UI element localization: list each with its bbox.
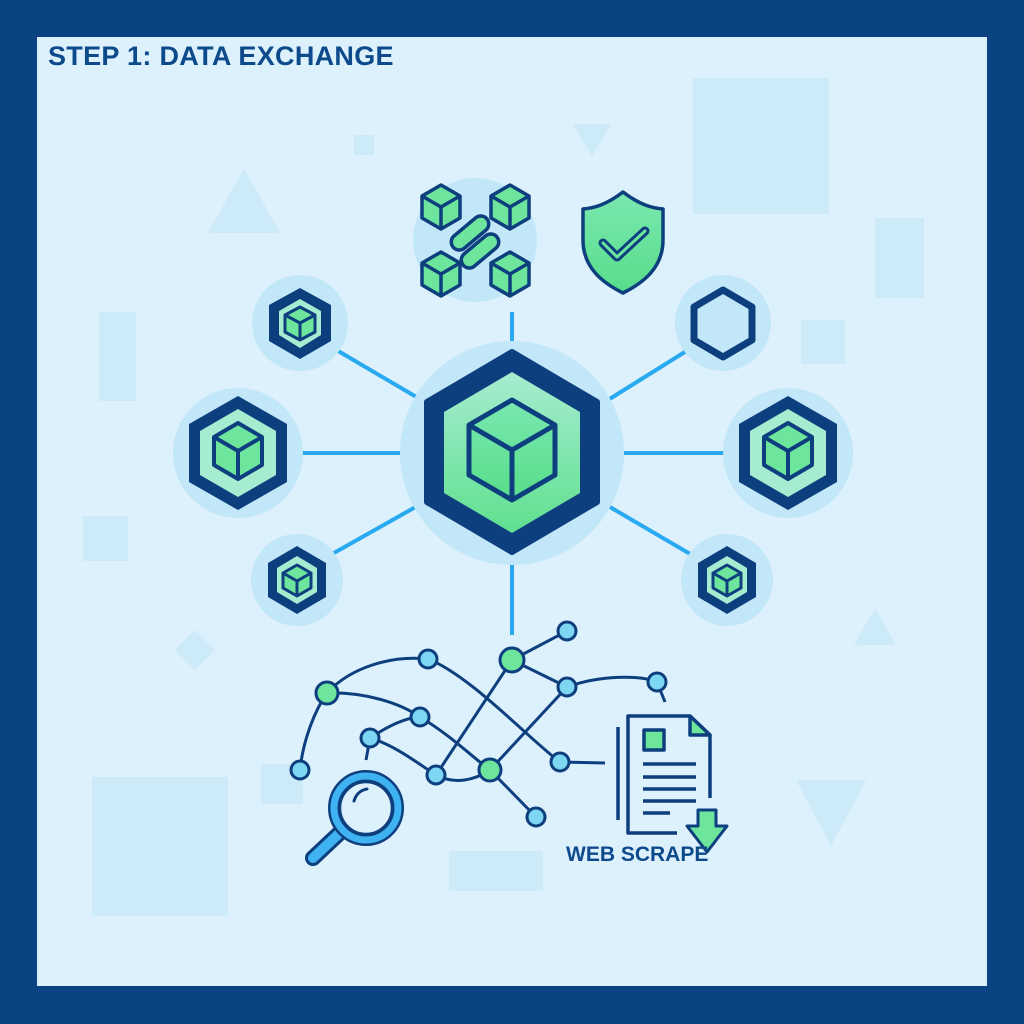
node-right[interactable]	[739, 396, 837, 510]
node-upper-left[interactable]	[269, 288, 331, 359]
node-lower-right[interactable]	[698, 546, 756, 614]
blockchain-link-icon	[420, 183, 531, 298]
background-shapes	[83, 78, 924, 916]
node-lower-left[interactable]	[268, 546, 326, 614]
connector-lines	[286, 312, 740, 635]
cube-icon	[281, 563, 313, 598]
cube-icon	[283, 305, 317, 342]
central-hexagon-node[interactable]	[424, 349, 600, 555]
node-upper-right-empty[interactable]	[690, 286, 756, 361]
magnifier-icon[interactable]	[305, 770, 404, 866]
node-left[interactable]	[189, 396, 287, 510]
web-scrape-label: WEB SCRAPE	[566, 843, 709, 866]
page-title: STEP 1: DATA EXCHANGE	[48, 41, 394, 71]
document-download-icon[interactable]	[616, 714, 729, 854]
cube-icon	[711, 563, 743, 598]
network-nodes	[289, 620, 668, 828]
cube-icon	[212, 421, 264, 481]
cube-icon	[466, 397, 558, 503]
shield-check-icon	[581, 190, 665, 295]
cube-icon	[762, 421, 814, 481]
